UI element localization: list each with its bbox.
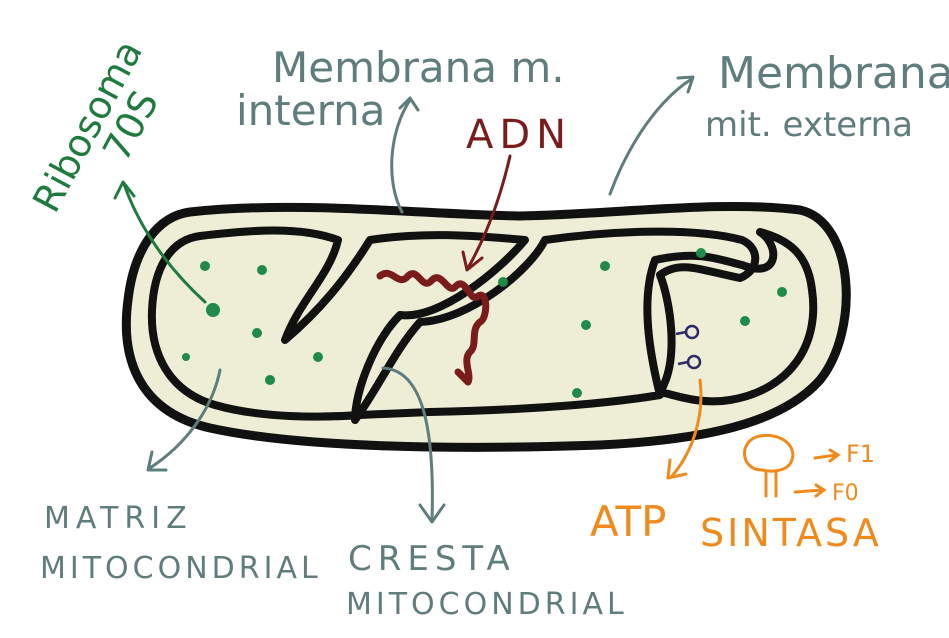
outer-membrane-label-line2: mit. externa bbox=[705, 105, 913, 145]
ribosome-dot bbox=[572, 388, 582, 398]
atp-synthase-arrow bbox=[670, 378, 703, 478]
atp-synthase-label-line1: ATP bbox=[590, 497, 666, 546]
ribosome-dot bbox=[252, 328, 262, 338]
ribosome-dot bbox=[740, 316, 750, 326]
ribosome-arrow bbox=[122, 182, 207, 304]
ribosome-dot bbox=[777, 287, 787, 297]
outer-membrane-label-line1: Membrana bbox=[718, 48, 949, 99]
matrix-label-line2: MITOCONDRIAL bbox=[40, 551, 322, 586]
label-arrows bbox=[113, 75, 703, 524]
ribosome-dot bbox=[600, 261, 610, 271]
f1-label: F1 bbox=[846, 440, 875, 468]
inner-membrane-label-line1: Membrana m. bbox=[272, 43, 565, 92]
inner-membrane-arrow bbox=[390, 98, 412, 214]
ribosome-dot bbox=[696, 248, 706, 258]
atp-synthase-glyph bbox=[675, 324, 702, 370]
f0-label: F0 bbox=[832, 481, 859, 506]
dna-strand bbox=[376, 269, 490, 386]
crista-label-line2: MITOCONDRIAL bbox=[346, 587, 628, 622]
matrix-arrow bbox=[148, 368, 222, 470]
ribosome-dot bbox=[257, 265, 267, 275]
ribosomes bbox=[182, 248, 787, 398]
outer-membrane-arrow bbox=[608, 78, 692, 196]
ribosome-dot bbox=[313, 352, 323, 362]
dna-label: ADN bbox=[466, 112, 572, 158]
ribosome-dot bbox=[206, 303, 220, 317]
ribosome-dot bbox=[200, 261, 210, 271]
ribosome-dot bbox=[265, 375, 275, 385]
ribosome-dot bbox=[182, 353, 190, 361]
atp-synthase-legend bbox=[743, 433, 841, 498]
ribosome-dot bbox=[581, 320, 591, 330]
dna-arrow bbox=[466, 154, 512, 270]
ribosome-dot bbox=[498, 277, 508, 287]
atp-synthase-label-line2: SINTASA bbox=[700, 511, 882, 555]
matrix-label-line1: MATRIZ bbox=[44, 501, 193, 536]
mitochondrion bbox=[121, 201, 851, 452]
inner-membrane-label-line2: interna bbox=[236, 86, 385, 135]
crista-label-line1: CRESTA bbox=[348, 539, 516, 579]
crista-arrow bbox=[381, 366, 434, 522]
inner-membrane bbox=[147, 226, 818, 424]
